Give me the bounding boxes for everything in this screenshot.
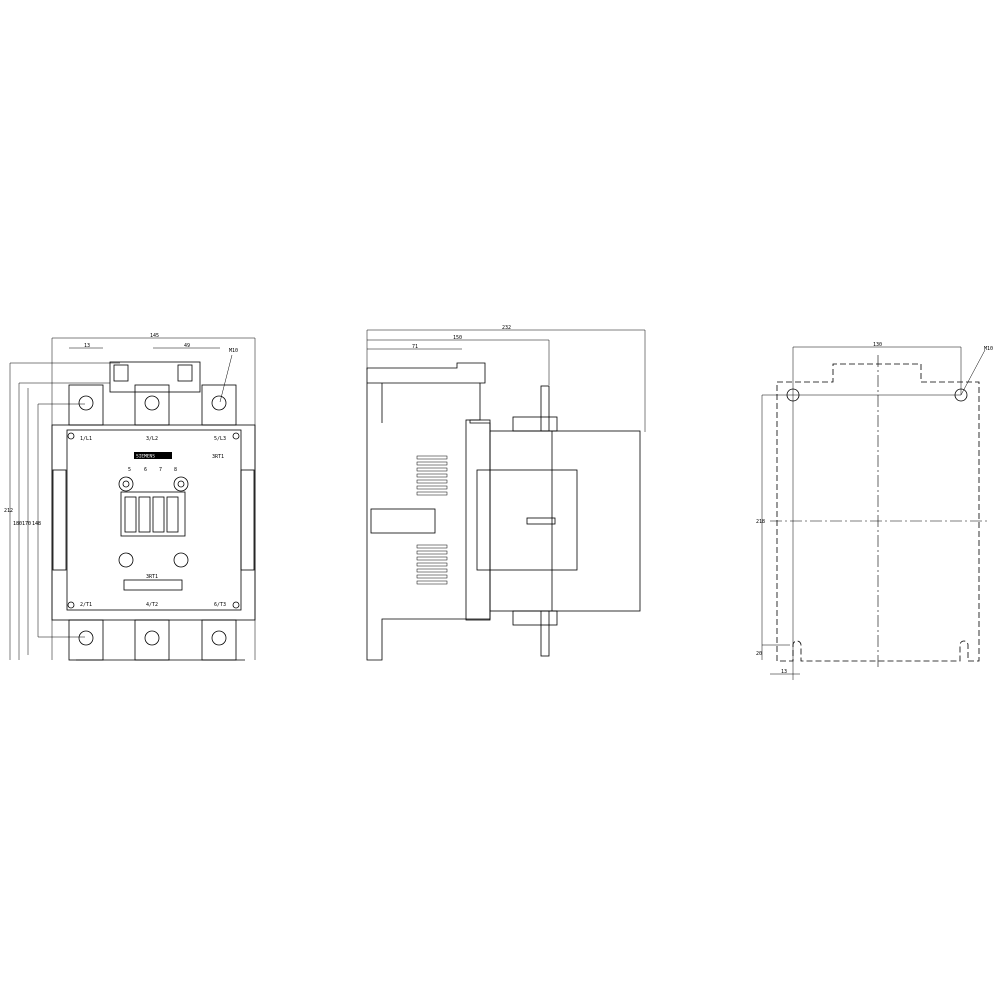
dim-h4: 148 <box>32 521 41 527</box>
aux-label-6: 6 <box>144 467 147 473</box>
dim-offset-h: 13 <box>781 669 787 675</box>
front-view: 145 13 49 M10 212 180 170 148 1/L1 3/L2 … <box>4 333 256 661</box>
dim-mount-thread: M10 <box>984 346 993 352</box>
aux-label-7: 7 <box>159 467 162 473</box>
terminal-1-L1: 1/L1 <box>80 436 92 442</box>
aux-label-8: 8 <box>174 467 177 473</box>
dim-thread: M10 <box>229 348 238 354</box>
dim-h1: 212 <box>4 508 13 514</box>
terminal-3-L2: 3/L2 <box>146 436 158 442</box>
dim-width: 145 <box>150 333 159 339</box>
dim-h2: 180 <box>13 521 22 527</box>
coil-label: 3RT1 <box>146 574 158 580</box>
dim-d2: 150 <box>453 335 462 341</box>
vent-slots-bottom <box>416 544 448 585</box>
dim-offset-v: 20 <box>756 651 762 657</box>
terminal-5-L3: 5/L3 <box>214 436 226 442</box>
terminal-4-T2: 4/T2 <box>146 602 158 608</box>
side-view: 232 150 71 <box>366 325 646 661</box>
dim-mount-height: 218 <box>756 519 765 525</box>
dim-terminal-width: 13 <box>84 343 90 349</box>
brand-label: SIEMENS <box>136 454 155 460</box>
dim-pitch: 49 <box>184 343 190 349</box>
dim-d3: 71 <box>412 344 418 350</box>
terminal-6-T3: 6/T3 <box>214 602 226 608</box>
type-code: 3RT1 <box>212 454 224 460</box>
mounting-view: 130 M10 218 20 13 <box>756 342 993 680</box>
terminal-2-T1: 2/T1 <box>80 602 92 608</box>
aux-label-5: 5 <box>128 467 131 473</box>
dim-hole-spacing: 130 <box>873 342 882 348</box>
dim-depth: 232 <box>502 325 511 331</box>
vent-slots-top <box>416 455 448 496</box>
dim-h3: 170 <box>22 521 31 527</box>
